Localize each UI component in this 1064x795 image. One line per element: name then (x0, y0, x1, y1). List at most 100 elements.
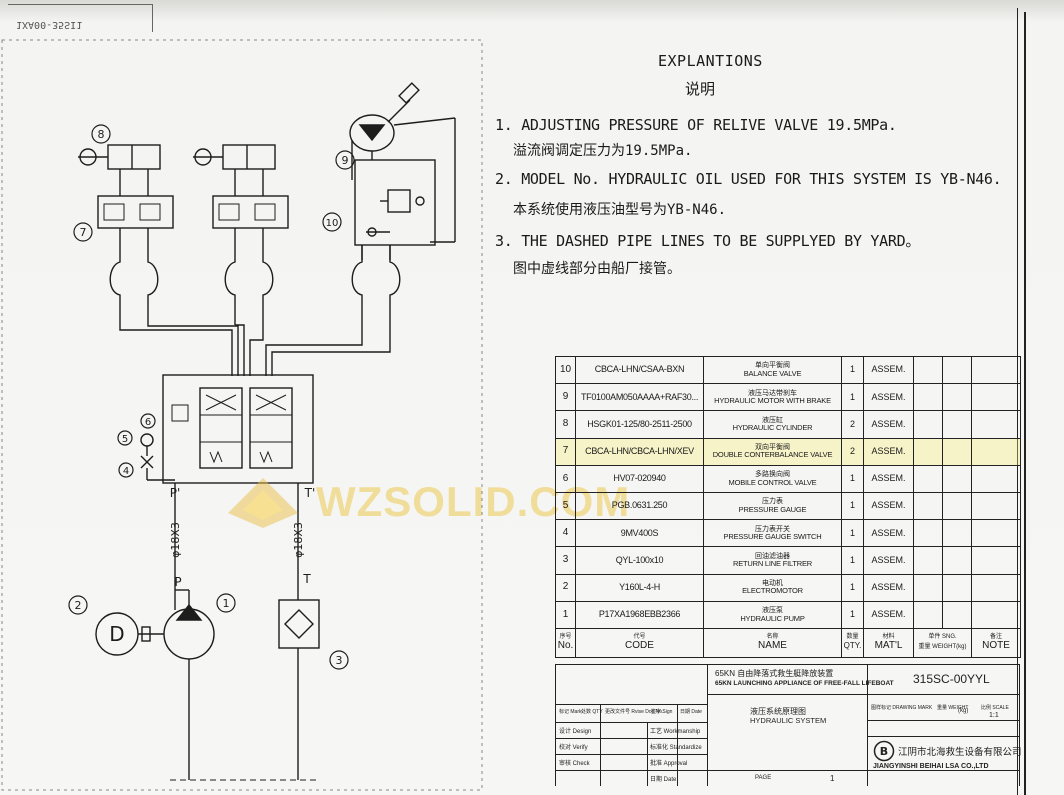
bom-name-cn: 液压缸 (762, 416, 783, 424)
page-number: 1 (830, 774, 835, 783)
bom-material: ASSEM. (863, 519, 914, 548)
note-2-cn: 本系统使用液压油型号为YB-N46. (513, 202, 727, 218)
pipe-label-t: φ18X3 (292, 522, 305, 558)
bom-name-en: BALANCE VALVE (743, 368, 802, 378)
bom-code: TF0100AM050AAAA+RAF30... (575, 383, 704, 412)
bom-weight-total (942, 573, 972, 602)
cylinder-middle (193, 144, 276, 170)
bom-name-en: ELECTROMOTOR (742, 586, 803, 596)
role-date: 日期 Date (650, 777, 677, 783)
drawing-title-cn: 液压系统原理图 (750, 707, 806, 716)
bom-name-en: HYDRAULIC PUMP (740, 613, 805, 623)
bom-name-cn: 单向平衡阀 (755, 362, 790, 370)
port-p: P (174, 575, 181, 589)
bom-note (971, 573, 1021, 602)
bom-weight-single (913, 491, 943, 521)
explanations-title-cn: 说明 (685, 80, 716, 98)
role-workmanship: 工艺 Workmanship (650, 729, 701, 735)
callout-9: 9 (342, 154, 349, 167)
bom-no: 4 (555, 519, 576, 548)
bom-material: ASSEM. (863, 437, 914, 466)
page-label: PAGE (755, 775, 772, 781)
role-verify: 校对 Verify (559, 745, 588, 751)
bom-no: 2 (555, 573, 576, 602)
project-en: 65KN LAUNCHING APPLIANCE OF FREE-FALL LI… (715, 680, 894, 687)
bom-qty: 1 (841, 519, 864, 548)
bom-weight-total (942, 410, 972, 439)
company-logo-icon: B (873, 740, 895, 762)
field-scale: 比例 SCALE (981, 705, 1009, 711)
bom-qty: 1 (841, 491, 864, 521)
bom-code: PGB.0631.250 (575, 491, 704, 521)
field-drawing-mark: 图样标记 DRAWING MARK (871, 705, 933, 711)
bom-qty: 1 (841, 546, 864, 575)
port-p-top: P' (170, 486, 181, 500)
sign-label-sign: 签字 Sign (651, 709, 673, 715)
bom-qty: 1 (841, 600, 864, 629)
bom-header-weight: 单件 SNG.重量 WEIGHT(kg) (913, 627, 972, 658)
port-t-top: T' (304, 486, 316, 500)
bom-note (971, 464, 1021, 493)
bom-note (971, 410, 1021, 439)
bom-weight-total (942, 491, 972, 521)
bom-weight-single (913, 437, 943, 466)
weight-unit: (kg) (958, 708, 969, 714)
bom-no: 10 (555, 355, 576, 385)
bom-name-cn: 双向平衡阀 (755, 444, 790, 452)
bom-weight-single (913, 546, 943, 575)
bom-no: 3 (555, 546, 576, 575)
sign-label-qty: 处数 QTY (581, 709, 603, 715)
callout-5: 5 (122, 434, 128, 445)
bom-name-en: DOUBLE CONTERBALANCE VALVE (712, 450, 833, 460)
bom-no: 9 (555, 383, 576, 412)
note-2: 2. MODEL No. HYDRAULIC OIL USED FOR THIS… (495, 170, 1002, 188)
port-t: T (302, 572, 311, 586)
bom-weight-single (913, 355, 943, 385)
note-1: 1. ADJUSTING PRESSURE OF RELIVE VALVE 19… (495, 116, 897, 134)
cylinder-left (78, 144, 161, 170)
bom-no: 8 (555, 410, 576, 439)
bom-material: ASSEM. (863, 573, 914, 602)
bom-name-cn: 多路换向阀 (755, 471, 790, 479)
callout-3: 3 (336, 654, 343, 667)
svg-text:B: B (880, 745, 888, 758)
bom-code: CBCA-LHN/CBCA-LHN/XEV (575, 437, 704, 466)
note-3: 3. THE DASHED PIPE LINES TO BE SUPPLYED … (495, 232, 921, 250)
callout-7: 7 (80, 226, 87, 239)
bom-weight-single (913, 600, 943, 629)
bom-note (971, 546, 1021, 575)
bom-note (971, 600, 1021, 629)
company-en: JIANGYINSHI BEIHAI LSA CO.,LTD (873, 763, 989, 770)
callout-1: 1 (223, 597, 230, 610)
callout-8: 8 (98, 128, 105, 141)
callout-6: 6 (145, 417, 151, 428)
bom-material: ASSEM. (863, 491, 914, 521)
bom-weight-total (942, 355, 972, 385)
bom-code: P17XA1968EBB2366 (575, 600, 704, 629)
bom-qty: 2 (841, 437, 864, 466)
role-check: 审核 Check (559, 761, 590, 767)
